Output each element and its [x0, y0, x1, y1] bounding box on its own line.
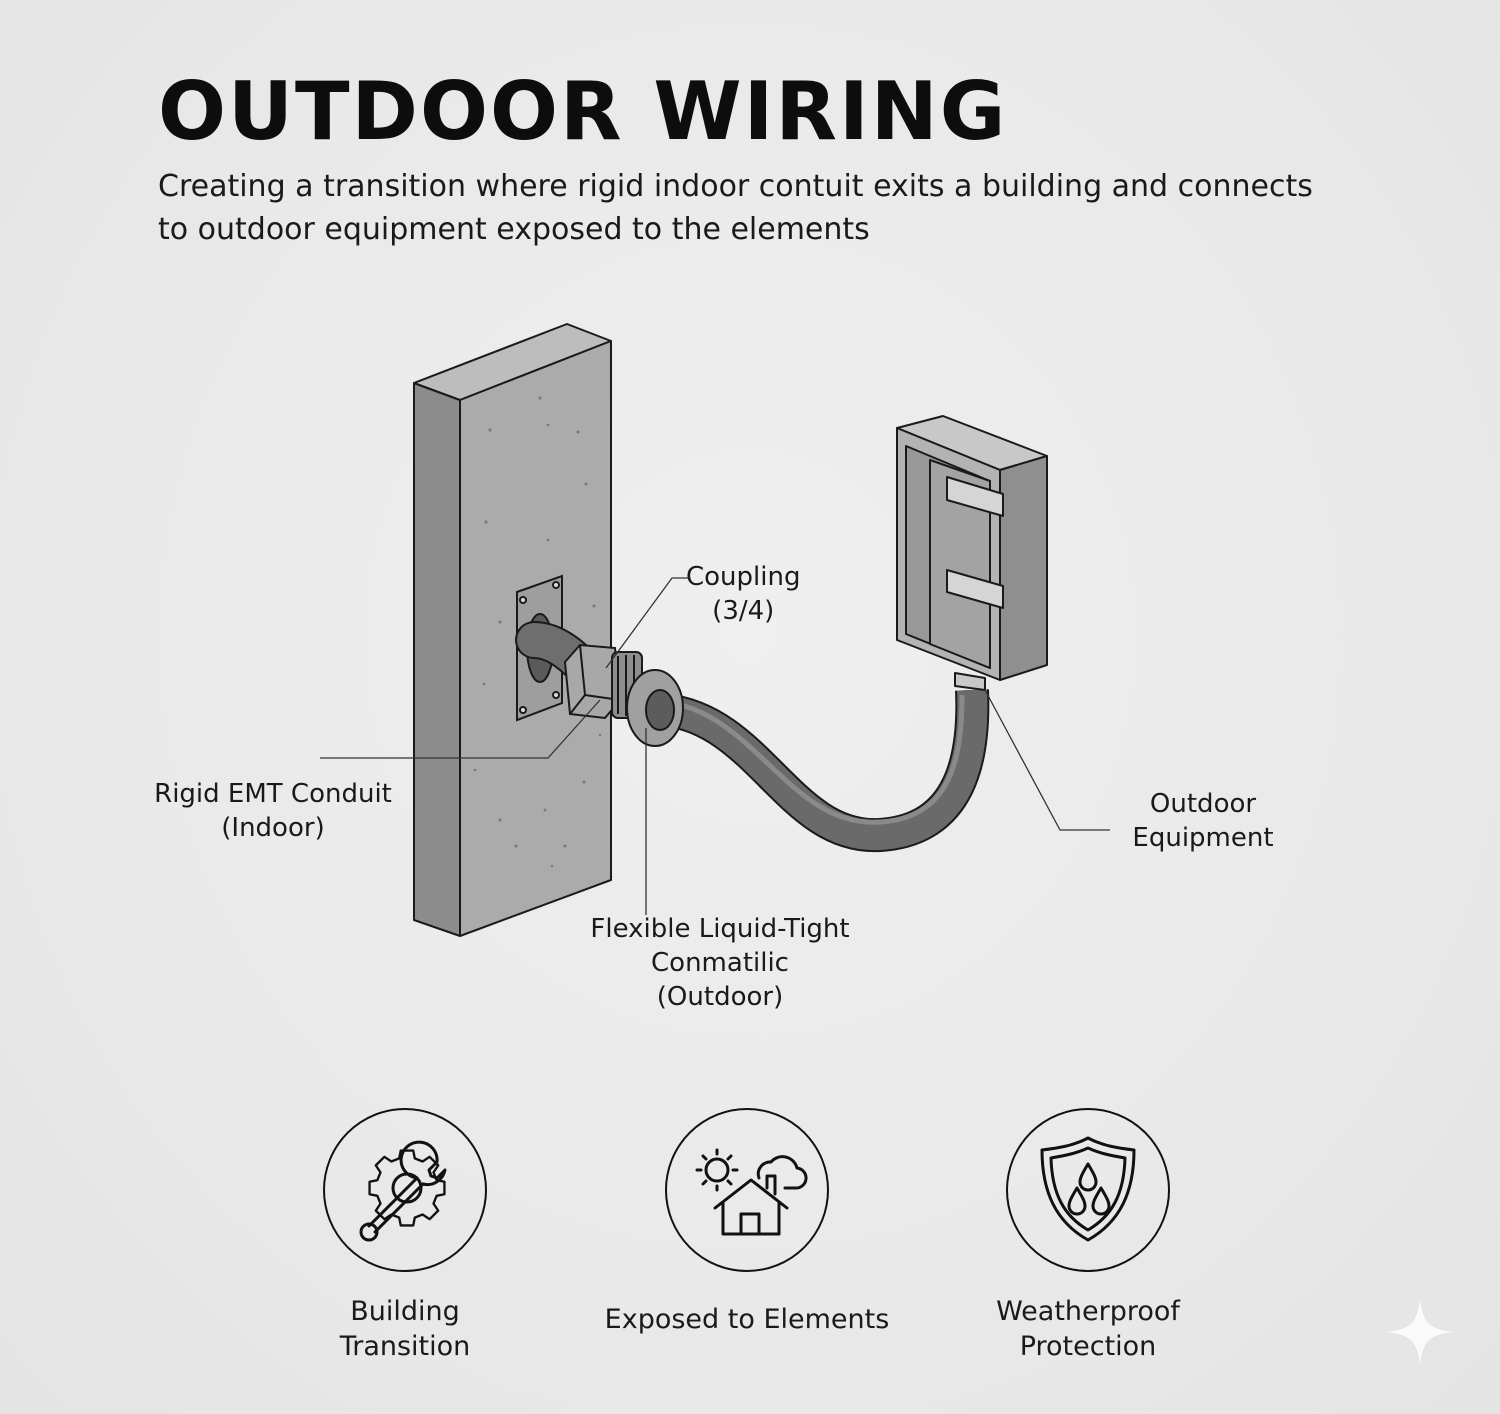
- coupling-fitting: [563, 643, 684, 747]
- shield-icon: [1040, 1136, 1136, 1242]
- sparkle-watermark-icon: [1386, 1298, 1454, 1366]
- outdoor-equipment-label: Outdoor Equipment: [1122, 787, 1284, 855]
- rigid-conduit-label-line2: (Indoor): [221, 813, 325, 843]
- feature-3-label-line2: Protection: [1019, 1331, 1157, 1362]
- rigid-conduit-label-line1: Rigid EMT Conduit: [154, 779, 392, 809]
- feature-3-label-line1: Weatherproof: [996, 1296, 1180, 1327]
- cloud-icon: [756, 1155, 808, 1190]
- feature-1-label-line2: Transition: [339, 1331, 471, 1362]
- flexible-conduit-label-line3: (Outdoor): [656, 982, 784, 1012]
- equipment-leader: [984, 689, 1110, 831]
- droplet-icon: [1078, 1162, 1098, 1192]
- house-weather-icon: [665, 1108, 829, 1272]
- gear-wrench-icon: [323, 1108, 487, 1272]
- outdoor-equipment-box: [896, 415, 1048, 691]
- coupling-label-line2: (3/4): [712, 596, 775, 626]
- sun-icon: [704, 1157, 730, 1183]
- coupling-leader: [605, 577, 688, 669]
- outdoor-equipment-label-line2: Equipment: [1132, 823, 1274, 853]
- feature-building-transition: Building Transition: [235, 1108, 575, 1364]
- outdoor-equipment-label-line1: Outdoor: [1149, 789, 1257, 819]
- leader-lines: [320, 577, 1110, 915]
- house-icon: [713, 1174, 789, 1236]
- wall-texture-dots: [473, 396, 602, 868]
- rigid-conduit-leader: [320, 699, 601, 759]
- coupling-label-line1: Coupling: [686, 562, 801, 592]
- feature-exposed-to-elements: Exposed to Elements: [577, 1108, 917, 1337]
- feature-1-label-line1: Building: [350, 1296, 460, 1327]
- page-title: OUTDOOR WIRING: [158, 65, 1008, 158]
- shield-droplets-icon: [1006, 1108, 1170, 1272]
- flexible-conduit-label: Flexible Liquid-Tight Conmatilic (Outdoo…: [574, 912, 866, 1014]
- rigid-conduit-label: Rigid EMT Conduit (Indoor): [140, 777, 406, 845]
- feature-2-label-line1: Exposed to Elements: [604, 1304, 890, 1335]
- coupling-label: Coupling (3/4): [686, 560, 800, 628]
- page-subtitle: Creating a transition where rigid indoor…: [158, 169, 1313, 247]
- flexible-conduit-label-line2: Conmatilic: [651, 948, 789, 978]
- flexible-conduit-label-line1: Flexible Liquid-Tight: [590, 914, 850, 944]
- building-wall: [413, 323, 612, 937]
- feature-weatherproof-protection: Weatherproof Protection: [918, 1108, 1258, 1364]
